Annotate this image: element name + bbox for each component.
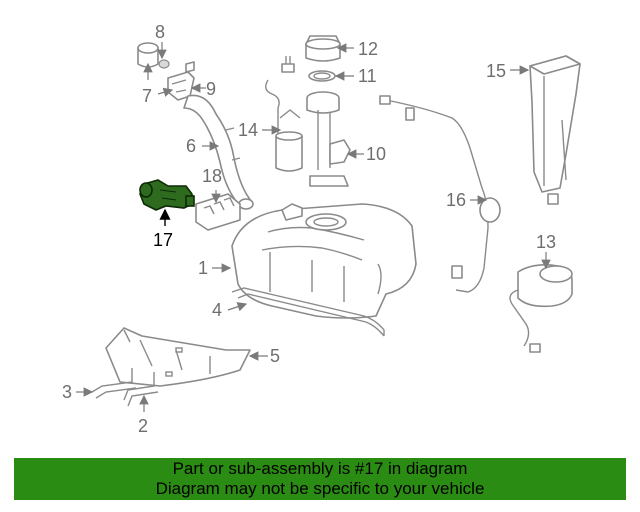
callout-16: 16 bbox=[446, 190, 466, 210]
part-10-sender-unit[interactable] bbox=[306, 91, 351, 187]
part-2-strap[interactable] bbox=[123, 372, 159, 407]
callout-4: 4 bbox=[212, 300, 222, 320]
callout-14: 14 bbox=[238, 120, 258, 140]
callout-8: 8 bbox=[155, 22, 165, 42]
part-17-valve-highlighted[interactable] bbox=[139, 179, 195, 211]
notice-banner: Part or sub-assembly is #17 in diagram D… bbox=[14, 458, 626, 500]
part-3-strap[interactable] bbox=[91, 368, 137, 399]
callout-13: 13 bbox=[536, 232, 556, 252]
part-8-grommet[interactable] bbox=[137, 42, 170, 69]
part-4-tank-strap[interactable] bbox=[231, 287, 385, 337]
leader-lines bbox=[76, 42, 551, 412]
part-14-fuel-pump[interactable] bbox=[265, 56, 303, 172]
notice-line-2: Diagram may not be specific to your vehi… bbox=[155, 479, 485, 498]
part-16-vapor-line[interactable] bbox=[379, 95, 501, 293]
callout-6: 6 bbox=[186, 136, 196, 156]
part-5-shield[interactable] bbox=[105, 327, 251, 387]
callout-18: 18 bbox=[202, 166, 222, 186]
callout-15: 15 bbox=[486, 61, 506, 81]
part-13-fuel-filter[interactable] bbox=[509, 264, 573, 353]
parts-diagram: 8 7 9 6 18 17 12 11 10 14 15 16 13 1 4 5… bbox=[62, 22, 581, 436]
callout-3: 3 bbox=[62, 382, 72, 402]
callout-5: 5 bbox=[270, 346, 280, 366]
part-1-fuel-tank[interactable] bbox=[231, 203, 417, 319]
part-12-lock-ring[interactable] bbox=[305, 35, 341, 62]
notice-line-1: Part or sub-assembly is #17 in diagram bbox=[172, 459, 468, 478]
callout-12: 12 bbox=[358, 39, 378, 59]
part-15-reservoir[interactable] bbox=[529, 55, 581, 205]
callout-10: 10 bbox=[366, 144, 386, 164]
callout-11: 11 bbox=[358, 66, 377, 86]
callout-9: 9 bbox=[206, 79, 216, 99]
part-11-seal[interactable] bbox=[308, 70, 336, 82]
callout-1: 1 bbox=[198, 258, 208, 278]
callout-2: 2 bbox=[138, 416, 148, 436]
part-9-clamp[interactable] bbox=[167, 61, 195, 101]
callout-7: 7 bbox=[142, 86, 152, 106]
part-18-bracket[interactable] bbox=[195, 193, 241, 231]
callout-17: 17 bbox=[153, 230, 173, 250]
